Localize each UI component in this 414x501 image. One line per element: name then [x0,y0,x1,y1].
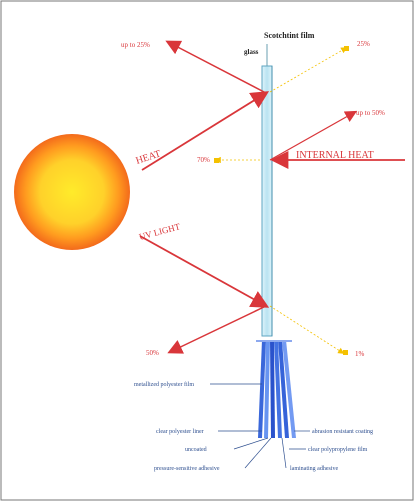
leader-pressure [244,437,272,469]
reflected-heat-label: up to 25% [121,41,150,49]
film-cross-section [256,340,296,438]
polypropylene-label: clear polypropylene film [308,446,368,453]
film-layer-3 [270,340,275,438]
metallized-layer-label: metallized polyester film [134,381,194,388]
reflected-uv-label: 50% [146,349,159,357]
marker-transmitted-heat [344,46,349,51]
heat-ray-reflected [165,40,267,94]
film-title: Scotchtint film [264,31,315,40]
glass-label: glass [244,48,259,56]
film-layer-1 [258,340,266,438]
film-layer-2 [264,340,270,438]
absorbed-label: 70% [197,156,210,164]
coating-label: abrasion resistant coating [312,429,373,435]
pressure-adhesive-label: pressure-sensitive adhesive [154,466,220,472]
film-layer-6 [282,340,296,438]
film-layer-4 [274,340,282,438]
heat-ray-transmitted [269,47,348,93]
transmitted-heat-label: 25% [357,40,370,48]
glass-panel [261,65,273,337]
laminating-adhesive-label: laminating adhesive [290,466,338,472]
film-layer-5 [278,340,289,438]
marker-transmitted-uv [343,350,348,355]
internal-heat-label: INTERNAL HEAT [296,150,374,161]
leader-uncoated [233,437,269,450]
uv-ray-transmitted [269,305,345,354]
clear-liner-label: clear polyester liner [156,429,204,435]
sun [14,134,130,250]
heat-ray-in [141,91,270,171]
uv-ray-reflected [167,305,267,354]
transmitted-uv-label: 1% [355,350,365,358]
uncoated-label: uncoated [185,447,207,453]
film-top-edge [256,340,292,342]
uv-ray-in [139,235,270,308]
marker-absorbed [214,158,219,163]
leader-laminating [281,437,287,469]
reemitted-heat-ray [269,110,358,161]
reemitted-heat-label: up to 50% [356,109,385,117]
